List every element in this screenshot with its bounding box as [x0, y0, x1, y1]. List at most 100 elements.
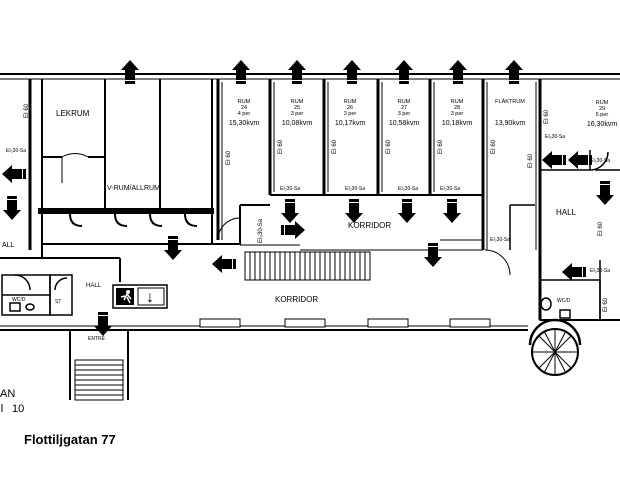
- door-rating-label: EI₂30-Sa: [398, 186, 418, 192]
- door-rating-label: EI₂30-Sa: [345, 186, 365, 192]
- svg-text:RUM: RUM: [451, 99, 464, 105]
- door-rating-label: EI₂30-Sa: [440, 186, 460, 192]
- svg-text:26: 26: [347, 105, 353, 111]
- windows-bottom: [199, 318, 491, 328]
- svg-text:29: 29: [599, 106, 605, 112]
- door-rating-label: EI₂30-Sa: [490, 237, 510, 243]
- svg-text:3 per: 3 per: [398, 111, 411, 117]
- label-hall-right: HALL: [556, 208, 577, 217]
- svg-text:RUM: RUM: [344, 99, 357, 105]
- door-rating-label: EI₂30-Sa: [590, 158, 610, 164]
- wc-left: [1, 274, 73, 316]
- room-walls: [216, 79, 542, 320]
- svg-text:FLÄKTRUM: FLÄKTRUM: [495, 98, 525, 105]
- room-26: RUM 26 3 per 10,17kvm: [335, 99, 366, 127]
- outer-walls: [0, 73, 620, 331]
- svg-text:RUM: RUM: [398, 99, 411, 105]
- svg-text:3 per: 3 per: [344, 111, 357, 117]
- exit-arrow-icon: [281, 199, 299, 223]
- address-title: Flottiljgatan 77: [24, 432, 116, 447]
- running-man-icon: [126, 290, 130, 294]
- label-lekrum: LEKRUM: [56, 109, 90, 118]
- lekrum-walls: [41, 79, 240, 258]
- svg-text:16,30kvm: 16,30kvm: [587, 121, 618, 128]
- exit-arrow-icon: [94, 312, 112, 336]
- svg-text:10,17kvm: 10,17kvm: [335, 120, 366, 127]
- svg-text:10,58kvm: 10,58kvm: [389, 120, 420, 127]
- exit-arrow-icon: [562, 263, 586, 281]
- svg-text:10,08kvm: 10,08kvm: [282, 120, 313, 127]
- stairs-entrance: [69, 330, 129, 401]
- svg-text:25: 25: [294, 105, 300, 111]
- door-rating-label: EI₂30-Sa: [6, 148, 26, 154]
- label-wc-left: WC/D: [12, 297, 26, 303]
- exit-sign-arrow: ↓: [146, 289, 154, 306]
- exit-arrow-icon: [395, 60, 413, 84]
- fire-rating-label: EI 60: [528, 153, 534, 168]
- exit-arrow-icon: [568, 151, 592, 169]
- fire-rating-label: EI 60: [491, 139, 497, 154]
- wc-right: [509, 150, 620, 321]
- svg-text:24: 24: [241, 105, 247, 111]
- room-29: RUM 29 5 per 16,30kvm: [587, 100, 618, 128]
- fire-rating-label: EI 60: [386, 139, 392, 154]
- lekrum-doors: [69, 213, 198, 227]
- exit-arrow-icon: [424, 243, 442, 267]
- exit-arrow-icon: [281, 221, 305, 239]
- svg-text:28: 28: [454, 105, 460, 111]
- room-flaktrum: FLÄKTRUM 13,90kvm: [495, 98, 526, 127]
- door-rating-label: EI₂30-Sa: [590, 268, 610, 274]
- svg-text:15,30kvm: 15,30kvm: [229, 120, 260, 127]
- exit-arrow-icon: [3, 196, 21, 220]
- exit-arrow-icon: [121, 60, 139, 84]
- exit-arrow-icon: [505, 60, 523, 84]
- fire-wall-bar: [38, 208, 214, 214]
- label-st: ST: [55, 299, 61, 305]
- label-hall-mid: HALL: [86, 283, 102, 289]
- door-rating-label: EI₂30-Sa: [280, 186, 300, 192]
- fire-rating-label: EI 60: [278, 139, 284, 154]
- exit-arrow-icon: [232, 60, 250, 84]
- label-v-rum: V-RUM/ALLRUM: [107, 185, 160, 192]
- door-rating-labels: EI₂30-Sa EI₂30-Sa EI₂30-Sa EI₂30-Sa EI₂3…: [6, 134, 610, 274]
- area-labels: LEKRUM V-RUM/ALLRUM KORRIDOR KORRIDOR AL…: [0, 109, 577, 415]
- label-hall-left: ALL: [2, 242, 15, 249]
- label-entre: ENTRÉ: [88, 335, 106, 342]
- exit-arrow-icon: [443, 199, 461, 223]
- label-korridor-upper: KORRIDOR: [348, 221, 391, 230]
- svg-text:4 per: 4 per: [238, 111, 251, 117]
- exit-arrow-icon: [345, 199, 363, 223]
- exit-arrow-icon: [449, 60, 467, 84]
- exit-arrow-icon: [2, 165, 26, 183]
- svg-text:RUM: RUM: [596, 100, 609, 106]
- exit-arrow-icon: [212, 255, 236, 273]
- label-wc-right: WC/D: [557, 298, 571, 304]
- fire-rating-labels: EI 60 EI 60 EI 60 EI 60 EI 60 EI 60 EI 6…: [24, 103, 609, 312]
- room-24: RUM 24 4 per 15,30kvm: [229, 99, 260, 127]
- door-swing-right: [484, 249, 511, 276]
- exit-arrow-icon: [596, 181, 614, 205]
- room-25: RUM 25 3 per 10,08kvm: [282, 99, 313, 127]
- exit-arrow-icon: [343, 60, 361, 84]
- exit-arrow-icon: [288, 60, 306, 84]
- fire-rating-label: EI 60: [603, 297, 609, 312]
- svg-text:5 per: 5 per: [596, 112, 609, 118]
- room-28: RUM 28 3 per 10,18kvm: [442, 99, 473, 127]
- door-swing-corridor: [217, 217, 241, 241]
- fire-rating-label: EI 60: [598, 221, 604, 236]
- svg-text:3 per: 3 per: [291, 111, 304, 117]
- exit-arrow-icon: [398, 199, 416, 223]
- exit-sign: ↓: [112, 284, 168, 309]
- exit-arrow-icon: [164, 236, 182, 260]
- svg-text:RUM: RUM: [238, 99, 251, 105]
- label-an: AN: [0, 388, 15, 400]
- label-korridor-lower: KORRIDOR: [275, 295, 318, 304]
- fire-rating-label: EI 60: [332, 139, 338, 154]
- fire-rating-label: EI 60: [544, 109, 550, 124]
- scale-number: 10: [12, 403, 24, 415]
- room-wall-double: [221, 82, 537, 250]
- corridor-lines: [240, 239, 483, 251]
- svg-text:RUM: RUM: [291, 99, 304, 105]
- stairs-middle: [244, 251, 371, 281]
